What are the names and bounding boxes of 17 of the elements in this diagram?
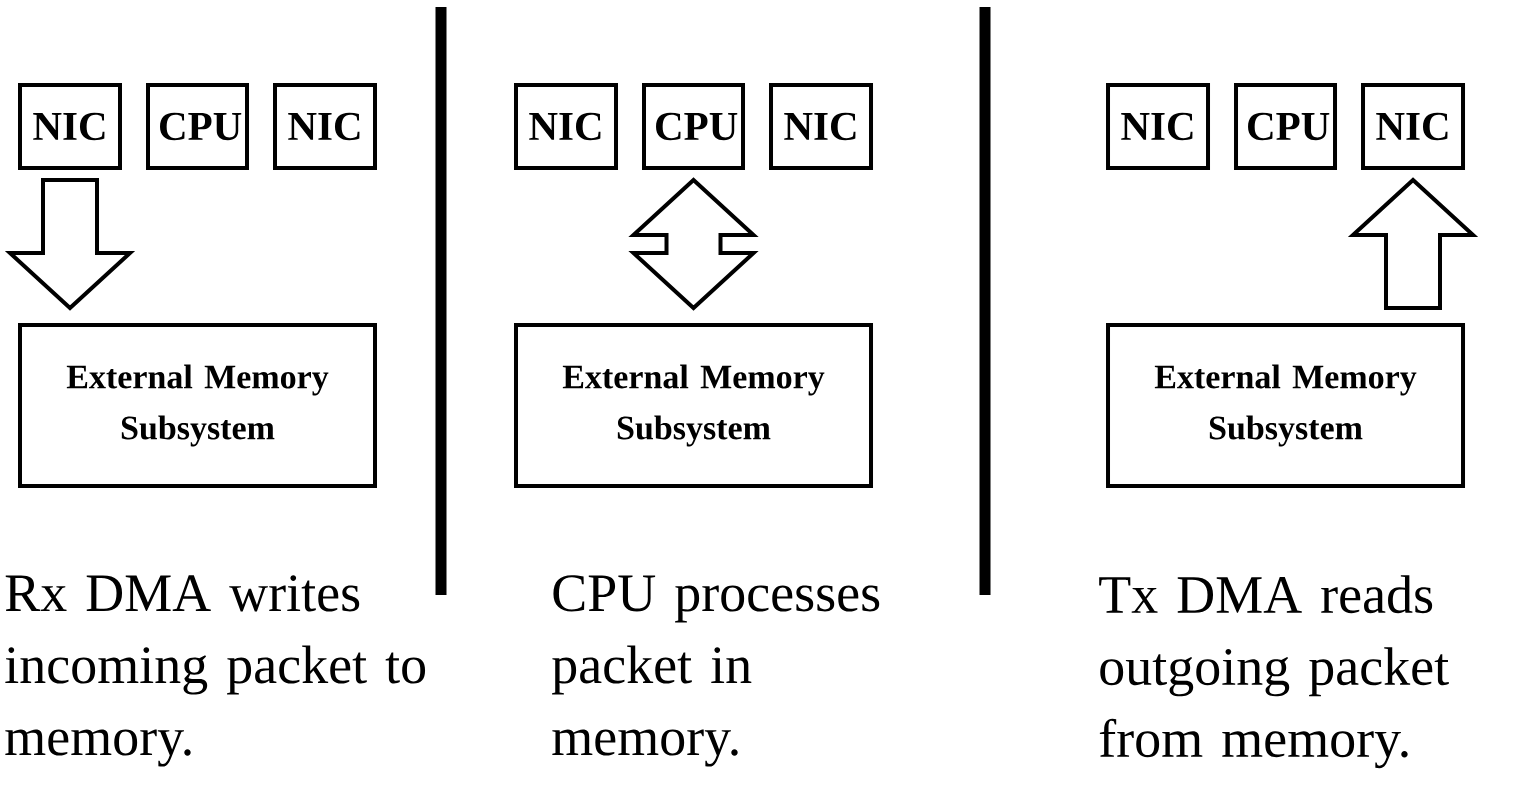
component-box: NIC: [1361, 83, 1465, 170]
component-box: CPU: [146, 83, 249, 170]
block-arrow: [1347, 177, 1479, 310]
component-box: CPU: [642, 83, 745, 170]
memory-box: External Memory Subsystem: [18, 323, 377, 488]
component-box: CPU: [1234, 83, 1337, 170]
component-box: NIC: [769, 83, 873, 170]
component-box: NIC: [273, 83, 377, 170]
caption-text: Rx DMA writes incoming packet to memory.: [5, 575, 426, 767]
memory-box: External Memory Subsystem: [514, 323, 873, 488]
memory-box: External Memory Subsystem: [1106, 323, 1465, 488]
caption-text: CPU processes packet in memory.: [552, 575, 880, 767]
caption-text: Tx DMA reads outgoing packet from memory.: [1099, 575, 1449, 769]
block-arrow: [4, 178, 136, 311]
component-box: NIC: [18, 83, 122, 170]
component-box: NIC: [514, 83, 618, 170]
component-box: NIC: [1106, 83, 1210, 170]
